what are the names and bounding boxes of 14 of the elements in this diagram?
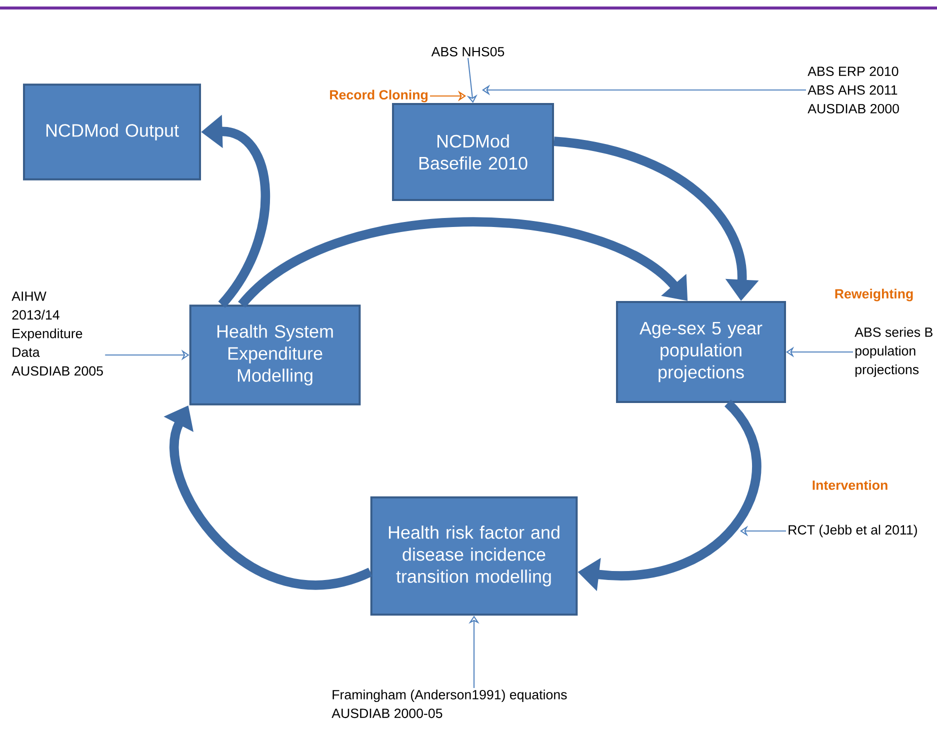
source-text: AIHW 2013/14 Expenditure Data AUSDIAB 2005 <box>12 292 103 376</box>
step-label: Reweighting <box>835 288 913 302</box>
process-box: Age-sex 5 year population projections <box>616 301 786 403</box>
process-box: NCDMod Output <box>23 84 201 180</box>
source-text: Framingham (Anderson1991) equations AUSDIAB 2000-05 <box>332 690 567 718</box>
step-label: Intervention <box>812 480 888 490</box>
process-box: NCDMod Basefile 2010 <box>392 103 554 201</box>
step-label: Record Cloning <box>330 90 428 102</box>
source-text: ABS series B population projections <box>854 327 932 377</box>
source-text: ABS ERP 2010 ABS AHS 2011 AUSDIAB 2000 <box>808 66 899 114</box>
source-text: RCT (Jebb et al 2011) <box>788 524 917 538</box>
source-text: ABS NHS05 <box>431 46 504 56</box>
process-box: Health risk factor and disease incidence transition modelling <box>370 496 578 616</box>
process-box: Health System Expenditure Modelling <box>189 304 361 406</box>
